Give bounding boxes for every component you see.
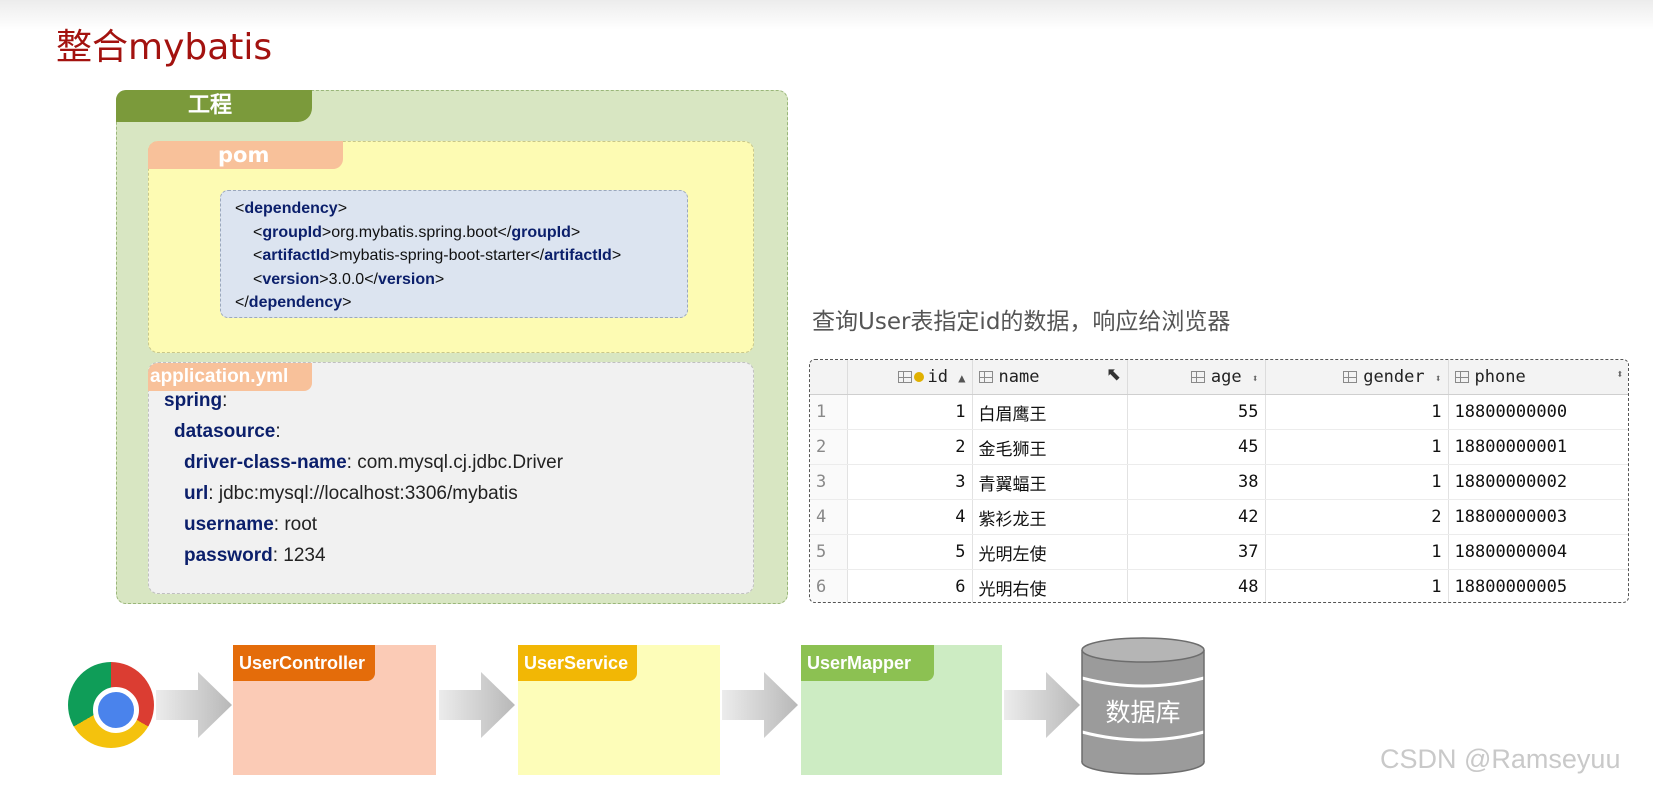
cell-gender[interactable]: 1 xyxy=(1265,429,1449,465)
table-column-icon xyxy=(1343,371,1358,383)
yml-label: application.yml xyxy=(148,363,312,391)
cell-age[interactable]: 42 xyxy=(1127,499,1266,535)
table-row[interactable]: 1 1 白眉鹰王 55 1 18800000000 xyxy=(810,394,1628,430)
key-icon xyxy=(913,372,924,382)
user-service-label: UserService xyxy=(518,645,637,681)
column-header-name[interactable]: name xyxy=(972,360,1128,395)
cell-id[interactable]: 1 xyxy=(847,394,973,430)
project-label: 工程 xyxy=(116,90,312,122)
cell-name[interactable]: 白眉鹰王 xyxy=(972,394,1128,430)
cell-phone[interactable]: 18800000005 xyxy=(1448,569,1628,602)
yml-line: datasource: xyxy=(174,421,281,442)
cell-id[interactable]: 4 xyxy=(847,499,973,535)
table-column-icon xyxy=(978,371,993,383)
cell-gender[interactable]: 1 xyxy=(1265,394,1449,430)
sort-icon[interactable]: ⬍ xyxy=(1251,372,1259,385)
arrow-icon xyxy=(1004,672,1080,738)
cell-name[interactable]: 金毛狮王 xyxy=(972,429,1128,465)
user-mapper-label: UserMapper xyxy=(801,645,934,681)
column-header-id[interactable]: id ▲ xyxy=(847,360,973,395)
dep-groupid-line: <groupId>org.mybatis.spring.boot</groupI… xyxy=(253,223,581,241)
row-number: 4 xyxy=(810,499,848,535)
database-cylinder-icon xyxy=(1081,637,1205,775)
arrow-icon xyxy=(156,672,232,738)
yml-line: driver-class-name: com.mysql.cj.jdbc.Dri… xyxy=(184,452,564,473)
sort-asc-icon[interactable]: ▲ xyxy=(958,371,966,385)
row-number-header xyxy=(810,360,848,395)
mouse-cursor-icon: ⬉ xyxy=(1106,364,1122,385)
dep-close-line: </dependency> xyxy=(235,294,352,311)
row-number: 3 xyxy=(810,464,848,500)
cell-gender[interactable]: 1 xyxy=(1265,569,1449,602)
cell-phone[interactable]: 18800000001 xyxy=(1448,429,1628,465)
yml-line: url: jdbc:mysql://localhost:3306/mybatis xyxy=(184,483,518,504)
table-column-icon xyxy=(1190,371,1205,383)
cell-name[interactable]: 光明左使 xyxy=(972,534,1128,570)
cell-id[interactable]: 3 xyxy=(847,464,973,500)
cell-age[interactable]: 38 xyxy=(1127,464,1266,500)
sort-icon[interactable]: ⬍ xyxy=(1616,367,1624,381)
caption: 查询User表指定id的数据，响应给浏览器 xyxy=(812,309,1231,335)
row-number: 1 xyxy=(810,394,848,430)
user-controller-label: UserController xyxy=(233,645,375,681)
table-row[interactable]: 3 3 青翼蝠王 38 1 18800000002 xyxy=(810,464,1628,500)
table-column-icon xyxy=(897,371,912,383)
cell-gender[interactable]: 2 xyxy=(1265,499,1449,535)
grid-header-row: id ▲ name age ⬍ gender ⬍ phone⬍ xyxy=(810,360,1628,395)
dep-version-line: <version>3.0.0</version> xyxy=(253,270,445,288)
column-header-age[interactable]: age ⬍ xyxy=(1127,360,1266,395)
chrome-center xyxy=(93,687,139,733)
table-row[interactable]: 5 5 光明左使 37 1 18800000004 xyxy=(810,534,1628,570)
cell-id[interactable]: 2 xyxy=(847,429,973,465)
cell-age[interactable]: 45 xyxy=(1127,429,1266,465)
cell-name[interactable]: 光明右使 xyxy=(972,569,1128,602)
cell-gender[interactable]: 1 xyxy=(1265,464,1449,500)
table-row[interactable]: 2 2 金毛狮王 45 1 18800000001 xyxy=(810,429,1628,465)
cell-id[interactable]: 6 xyxy=(847,569,973,602)
sort-icon[interactable]: ⬍ xyxy=(1434,372,1442,385)
cell-age[interactable]: 55 xyxy=(1127,394,1266,430)
dependency-block: <dependency> <groupId>org.mybatis.spring… xyxy=(220,190,688,318)
cell-age[interactable]: 37 xyxy=(1127,534,1266,570)
column-header-gender[interactable]: gender ⬍ xyxy=(1265,360,1449,395)
dep-artifactid-line: <artifactId>mybatis-spring-boot-starter<… xyxy=(253,247,622,264)
arrow-icon xyxy=(439,672,515,738)
table-row[interactable]: 4 4 紫衫龙王 42 2 18800000003 xyxy=(810,499,1628,535)
table-row[interactable]: 6 6 光明右使 48 1 18800000005 xyxy=(810,569,1628,602)
cell-name[interactable]: 紫衫龙王 xyxy=(972,499,1128,535)
row-number: 6 xyxy=(810,569,848,602)
cell-phone[interactable]: 18800000004 xyxy=(1448,534,1628,570)
column-header-phone[interactable]: phone⬍ xyxy=(1448,360,1628,395)
page-title: 整合mybatis xyxy=(56,27,273,68)
yml-line: username: root xyxy=(184,514,318,535)
cell-phone[interactable]: 18800000002 xyxy=(1448,464,1628,500)
row-number: 5 xyxy=(810,534,848,570)
arrow-icon xyxy=(722,672,798,738)
cell-phone[interactable]: 18800000003 xyxy=(1448,499,1628,535)
user-data-grid[interactable]: id ▲ name age ⬍ gender ⬍ phone⬍ 1 1 白眉鹰王… xyxy=(809,359,1629,603)
database-label: 数据库 xyxy=(1105,698,1181,727)
cell-gender[interactable]: 1 xyxy=(1265,534,1449,570)
yml-line: password: 1234 xyxy=(184,545,326,566)
pom-label: pom xyxy=(148,141,343,169)
cell-phone[interactable]: 18800000000 xyxy=(1448,394,1628,430)
cell-name[interactable]: 青翼蝠王 xyxy=(972,464,1128,500)
dep-open-line: <dependency> xyxy=(235,200,348,217)
table-column-icon xyxy=(1454,371,1469,383)
yml-box xyxy=(148,362,754,594)
row-number: 2 xyxy=(810,429,848,465)
cell-age[interactable]: 48 xyxy=(1127,569,1266,602)
watermark: CSDN @Ramseyuu xyxy=(1380,744,1621,774)
yml-line: spring: xyxy=(164,390,228,411)
top-band xyxy=(0,0,1653,30)
cell-id[interactable]: 5 xyxy=(847,534,973,570)
